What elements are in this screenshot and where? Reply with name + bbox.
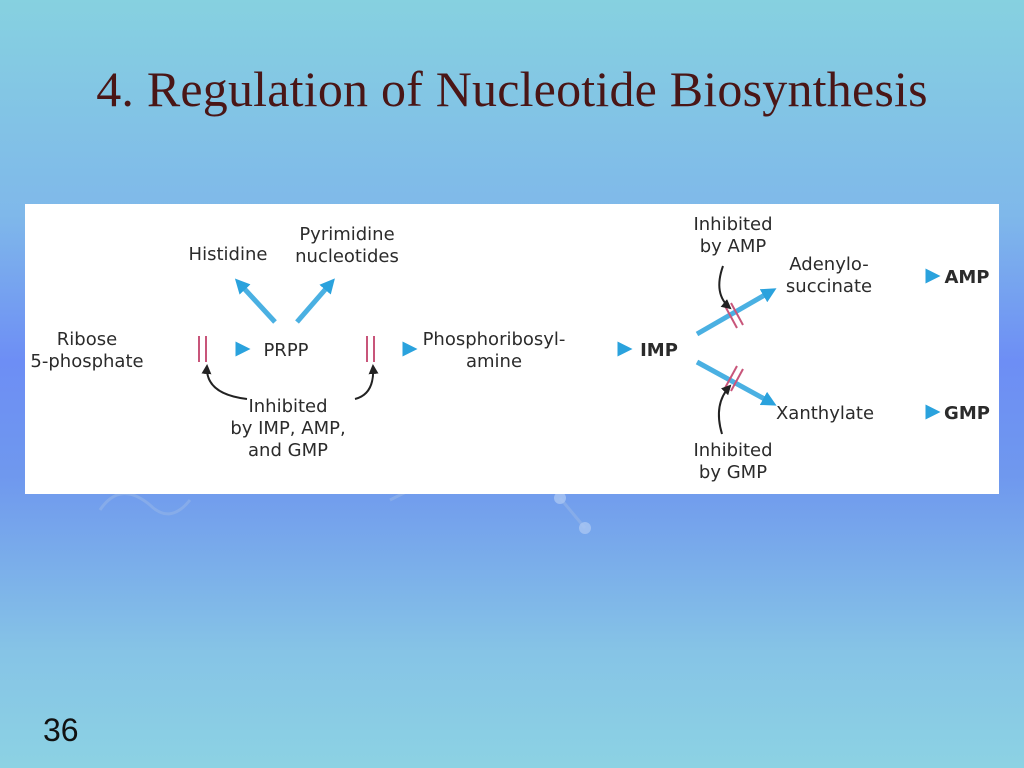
inhibition-label-prpp-line2: by IMP, AMP, [230,418,345,439]
inhibition-label-gmp-line2: by GMP [699,462,767,483]
inhibition-bar-gmp-a [724,365,738,389]
slide-number: 36 [43,712,79,748]
node-adenylo-line1: Adenylo- [789,254,868,275]
arrow-imp-to-adenylosuccinate [695,288,777,337]
node-pyrimidine-line1: Pyrimidine [299,224,394,245]
inhibition-bar-amp-a [724,305,738,329]
inhibitor-arrow-amp [718,265,732,310]
arrow-imp-to-xanthylate [695,359,777,406]
slide-title: 4. Regulation of Nucleotide Biosynthesis [96,61,928,117]
node-phosphoribosyl-line2: amine [466,351,522,372]
node-histidine: Histidine [189,244,268,265]
node-ribose-line1: Ribose [57,329,117,350]
inhibition-label-amp-line2: by AMP [700,236,767,257]
arrow-prpp-to-histidine [234,278,277,324]
inhibitor-arrow-right [354,364,379,400]
inhibition-label-prpp-line3: and GMP [248,440,328,461]
node-imp: IMP [640,340,678,361]
inhibitor-arrow-gmp [717,384,732,435]
node-ribose-line2: 5-phosphate [30,351,143,372]
molecule-watermark [98,488,591,534]
inhibition-label-amp-line1: Inhibited [693,214,772,235]
node-xanthylate: Xanthylate [776,403,874,424]
arrow-prpp-to-pyrimidine [295,278,335,324]
inhibition-bar-gmp-b [730,368,744,392]
node-amp: AMP [944,267,989,288]
node-adenylo-line2: succinate [786,276,872,297]
pathway-diagram: Ribose 5-phosphate PRPP Histidine Pyrimi… [25,204,999,494]
inhibition-label-gmp-line1: Inhibited [693,440,772,461]
inhibition-bar-amp-b [730,302,744,326]
inhibition-label-prpp-line1: Inhibited [248,396,327,417]
node-pyrimidine-line2: nucleotides [295,246,399,267]
node-phosphoribosyl-line1: Phosphoribosyl- [423,329,566,350]
node-prpp: PRPP [263,340,308,361]
inhibitor-arrow-left [201,364,248,400]
node-gmp: GMP [944,403,990,424]
